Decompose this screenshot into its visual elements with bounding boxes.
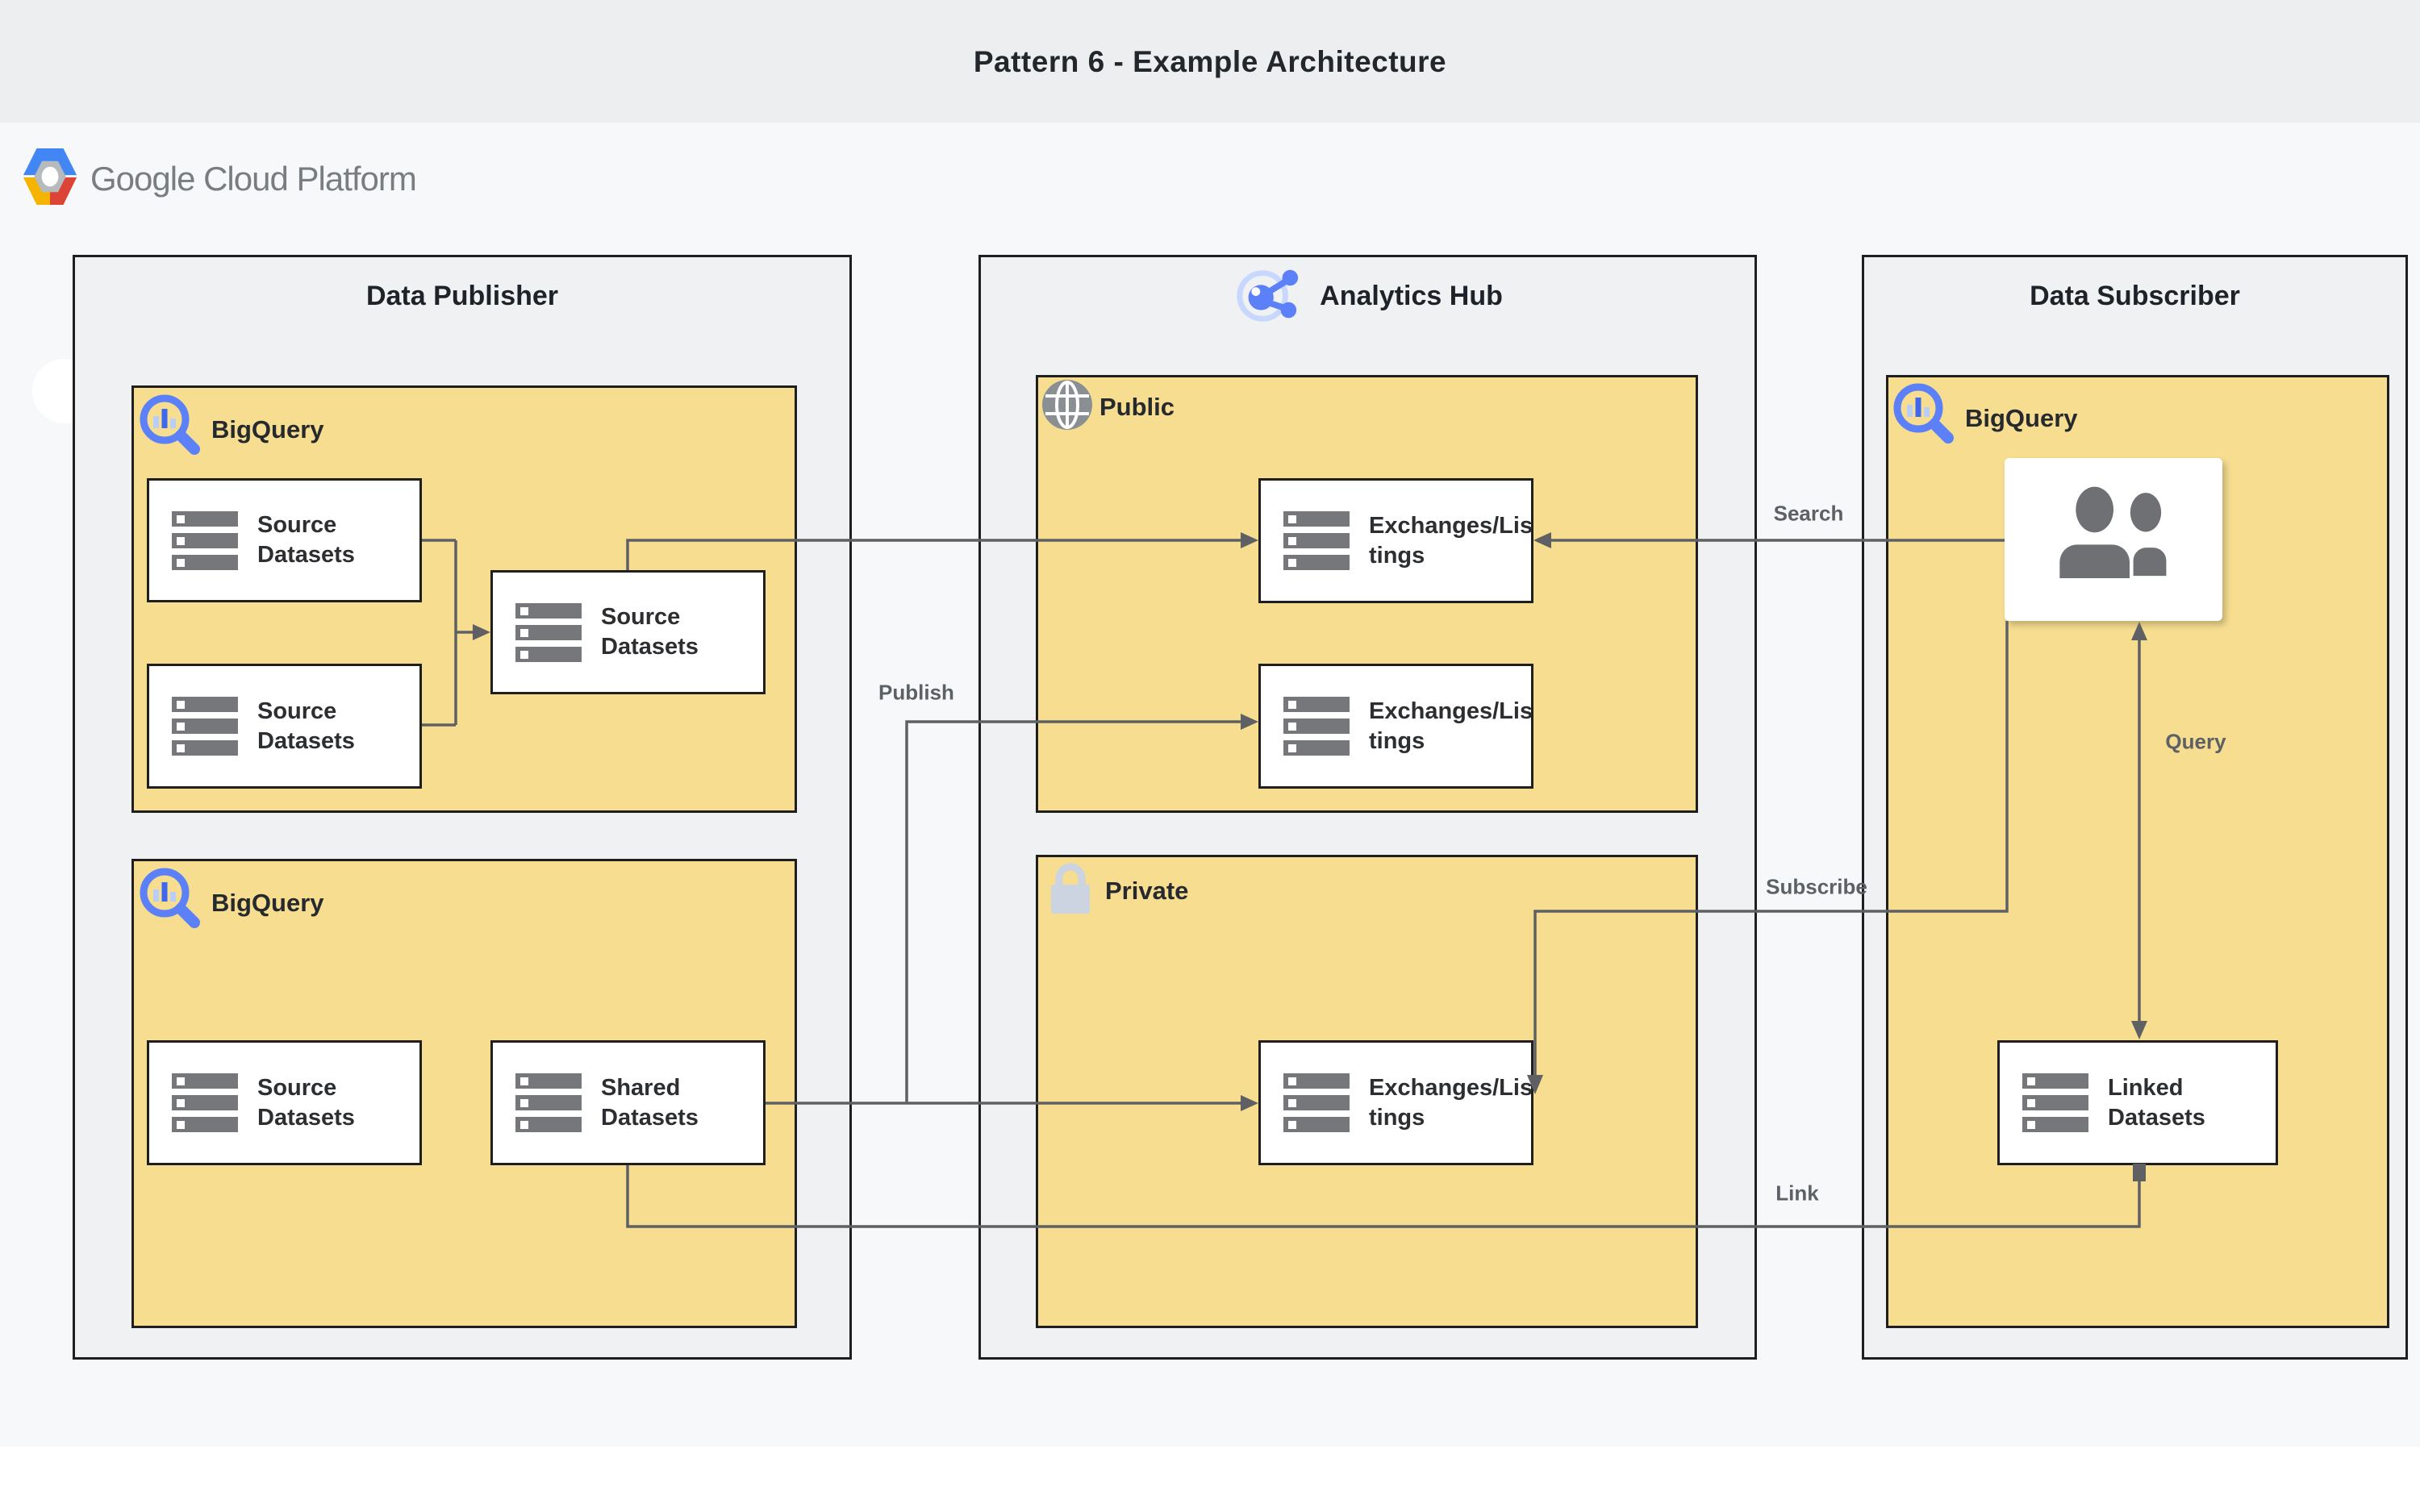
- node-label-line: Datasets: [257, 727, 355, 754]
- datasets-icon: [1283, 690, 1350, 762]
- publisher-bigquery-header-2: BigQuery: [136, 865, 324, 940]
- publish-edge-label: Publish: [878, 680, 954, 705]
- public-header: Public: [1041, 379, 1175, 435]
- datasets-icon: [172, 1067, 238, 1139]
- users-card: [2005, 458, 2222, 621]
- gcp-logo: Google Cloud Platform: [23, 145, 417, 212]
- node-label-line: Linked: [2108, 1074, 2184, 1101]
- public-label: Public: [1099, 392, 1175, 421]
- datasets-icon: [1283, 505, 1350, 577]
- exchanges-listings-node-public-1: Exchanges/Lis tings: [1258, 478, 1533, 603]
- datasets-icon: [172, 690, 238, 762]
- node-label-line: Exchanges/Lis: [1369, 698, 1533, 724]
- analytics-hub-label: Analytics Hub: [1320, 280, 1503, 311]
- title-band: [0, 0, 2420, 123]
- bigquery-label: BigQuery: [211, 888, 324, 917]
- publisher-bigquery-header-1: BigQuery: [136, 392, 324, 467]
- node-label-line: Datasets: [601, 1104, 699, 1131]
- globe-icon: [1041, 379, 1093, 435]
- node-label-line: Shared: [601, 1074, 681, 1101]
- analytics-hub-icon: [1233, 260, 1302, 333]
- node-label-line: Datasets: [257, 542, 355, 568]
- data-subscriber-title: Data Subscriber: [2030, 281, 2240, 311]
- query-edge-label: Query: [2165, 729, 2226, 754]
- gcp-hexagon-icon: [23, 145, 77, 212]
- lock-icon: [1049, 861, 1092, 920]
- datasets-icon: [172, 505, 238, 577]
- node-label-line: Exchanges/Lis: [1369, 1074, 1533, 1101]
- bigquery-label: BigQuery: [1965, 403, 2078, 432]
- datasets-icon: [2022, 1067, 2088, 1139]
- bigquery-icon: [136, 865, 207, 940]
- private-label: Private: [1105, 876, 1189, 905]
- data-publisher-title: Data Publisher: [365, 281, 559, 311]
- node-label-line: Source: [257, 1074, 337, 1101]
- node-label-line: Datasets: [257, 1104, 355, 1131]
- exchanges-listings-node-public-2: Exchanges/Lis tings: [1258, 664, 1533, 789]
- node-label-line: Exchanges/Lis: [1369, 512, 1533, 539]
- datasets-icon: [515, 1067, 582, 1139]
- bigquery-label: BigQuery: [211, 414, 324, 444]
- node-label-line: Source: [257, 698, 337, 724]
- exchanges-listings-node-private: Exchanges/Lis tings: [1258, 1040, 1533, 1165]
- node-label-line: Source: [257, 512, 337, 538]
- search-edge-label: Search: [1773, 501, 1844, 526]
- subscribe-edge-label: Subscribe: [1766, 874, 1867, 899]
- link-edge-label: Link: [1775, 1181, 1819, 1206]
- node-label-line: tings: [1369, 727, 1425, 754]
- bigquery-icon: [1889, 381, 1960, 456]
- node-label-line: tings: [1369, 542, 1425, 569]
- subscriber-bigquery-header: BigQuery: [1889, 381, 2078, 456]
- people-icon: [2033, 477, 2194, 602]
- node-label-line: Datasets: [2108, 1104, 2205, 1131]
- analytics-hub-title: Analytics Hub: [978, 260, 1757, 332]
- gcp-logo-text: Google Cloud Platform: [90, 159, 417, 198]
- node-label-line: Datasets: [601, 634, 699, 660]
- node-label-line: Source: [601, 604, 681, 630]
- datasets-icon: [515, 597, 582, 669]
- node-label-line: tings: [1369, 1104, 1425, 1131]
- page-title: Pattern 6 - Example Architecture: [973, 45, 1447, 78]
- datasets-icon: [1283, 1067, 1350, 1139]
- private-header: Private: [1049, 861, 1188, 920]
- bigquery-icon: [136, 392, 207, 467]
